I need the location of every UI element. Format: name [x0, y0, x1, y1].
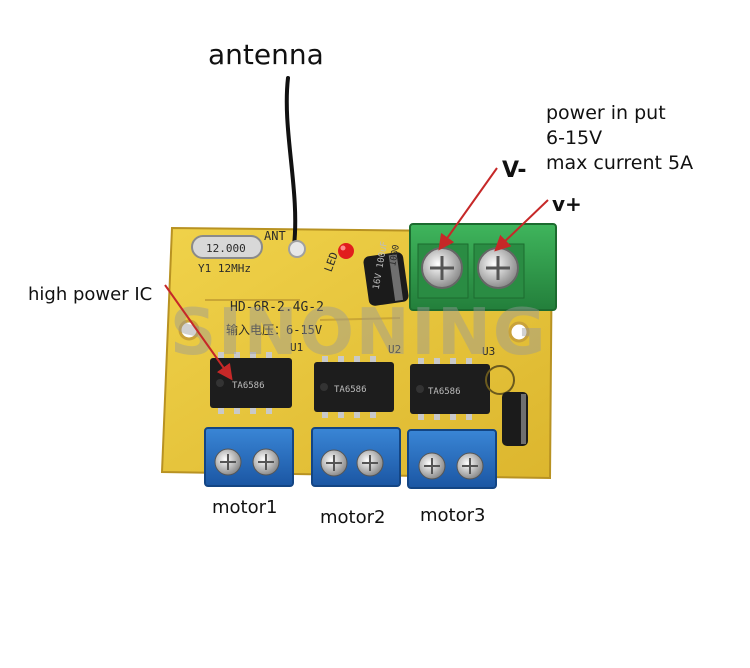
annotation-arrows [164, 167, 549, 381]
antenna-label: antenna [208, 38, 324, 71]
input-voltage-silk-label: 输入电压：6-15V [226, 322, 322, 337]
led: LED [322, 243, 354, 274]
voltage-range-label: 6-15V [546, 127, 602, 149]
ic-arrow [164, 284, 233, 381]
u1-silk-label: U1 [290, 341, 303, 354]
motor3-terminal [407, 429, 497, 489]
crystal-oscillator: 12.000 Y1 12MHz [191, 235, 263, 275]
power-input-label: power in put [546, 102, 666, 124]
v-plus-label: v+ [552, 192, 582, 216]
v-minus-arrow [438, 167, 498, 251]
u2-chip-marking: TA6586 [334, 385, 367, 395]
motor2-terminal [311, 427, 401, 487]
ic-u3: TA6586 [410, 358, 490, 420]
u3-chip-marking: TA6586 [428, 387, 461, 397]
u3-silk-label: U3 [482, 345, 495, 358]
max-current-label: max current 5A [546, 152, 693, 174]
capacitor-small [485, 365, 528, 446]
u2-silk-label: U2 [388, 343, 401, 356]
power-terminal [409, 223, 557, 311]
v-minus-label: V- [502, 158, 527, 183]
motor2-label: motor2 [320, 507, 385, 528]
watermark: SINONING [170, 296, 547, 370]
antenna-wire: ANT [264, 76, 306, 258]
motor3-label: motor3 [420, 505, 485, 526]
high-power-ic-label: high power IC [28, 284, 152, 305]
crystal-silk-label: Y1 12MHz [198, 262, 251, 275]
v-plus-arrow [494, 199, 549, 252]
ic-u2: TA6586 [314, 356, 394, 418]
u1-chip-marking: TA6586 [232, 381, 265, 391]
model-silk-label: HD-6R-2.4G-2 [230, 300, 324, 315]
ant-silk-label: ANT [264, 229, 286, 243]
cap-big-label: 1000 [388, 244, 402, 267]
led-silk-label: LED [322, 250, 341, 273]
motor1-label: motor1 [212, 497, 277, 518]
crystal-top-label: 12.000 [206, 242, 246, 255]
capacitor-large: 16V 100uF 1000 [363, 241, 409, 306]
motor1-terminal [204, 427, 294, 487]
